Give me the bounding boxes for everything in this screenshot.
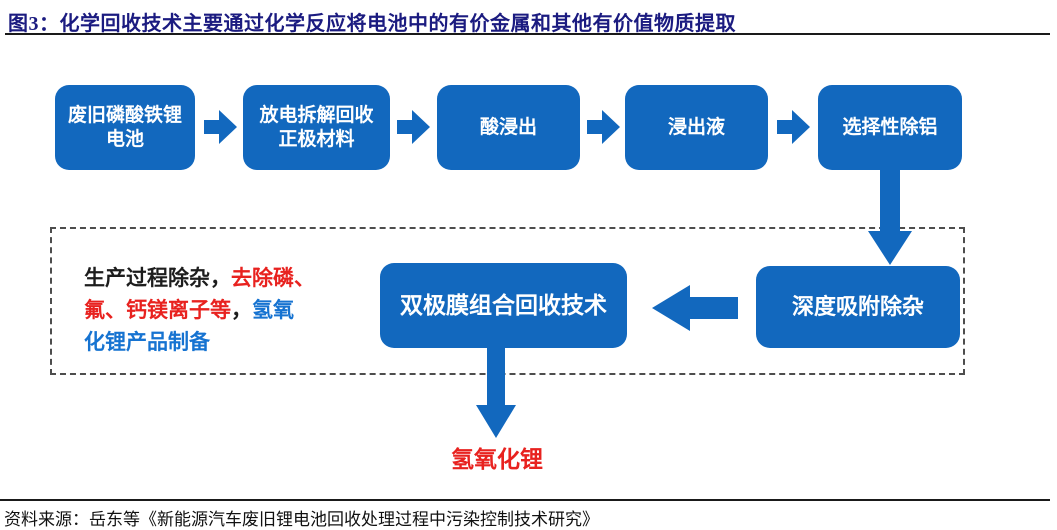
flow-box-acid-leaching: 酸浸出 [437, 85, 580, 170]
arrow-down-icon [868, 169, 912, 265]
process-annotation: 生产过程除杂，去除磷、 氟、钙镁离子等，氢氧 化锂产品制备 [84, 263, 374, 359]
arrow-right-icon [777, 107, 810, 147]
arrow-right-icon [204, 107, 237, 147]
annotation-black-segment: 生产过程除杂， [84, 267, 231, 290]
arrow-left-icon [652, 283, 738, 333]
arrow-right-icon [397, 107, 430, 147]
annotation-black-segment: ， [231, 299, 252, 322]
flow-box-deep-adsorption: 深度吸附除杂 [756, 266, 960, 348]
flow-box-spent-lfp-battery: 废旧磷酸铁锂电池 [55, 85, 195, 170]
impurity-removal-stage-outline [50, 227, 965, 375]
annotation-blue-segment: 化锂产品制备 [84, 331, 210, 354]
annotation-blue-segment: 氢氧 [252, 299, 294, 322]
flow-box-selective-al-removal: 选择性除铝 [818, 85, 962, 170]
flow-box-discharge-dismantle: 放电拆解回收正极材料 [243, 85, 390, 170]
source-citation: 资料来源：岳东等《新能源汽车废旧锂电池回收处理过程中污染控制技术研究》 [4, 510, 599, 529]
annotation-red-segment: 去除磷、 [231, 267, 315, 290]
flow-box-leachate: 浸出液 [625, 85, 768, 170]
figure-title: 图3：化学回收技术主要通过化学反应将电池中的有价金属和其他有价值物质提取 [8, 13, 736, 35]
title-divider [5, 33, 1050, 35]
flow-box-bipolar-membrane-recovery: 双极膜组合回收技术 [380, 263, 627, 348]
annotation-red-segment: 氟、钙镁离子等 [84, 299, 231, 322]
output-label-lithium-hydroxide: 氢氧化锂 [451, 446, 543, 472]
source-divider [0, 499, 1050, 501]
arrow-down-icon [476, 347, 516, 438]
arrow-right-icon [587, 107, 620, 147]
